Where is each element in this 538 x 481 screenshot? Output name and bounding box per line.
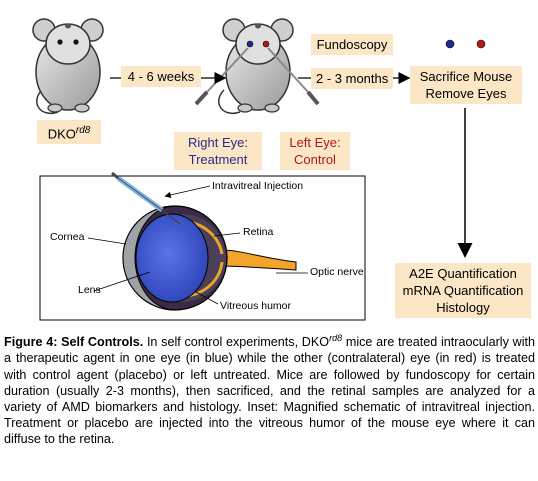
sacrifice-line-1: Sacrifice Mouse	[419, 69, 513, 84]
age-label: 4 - 6 weeks	[127, 69, 195, 84]
left-eye-line-1: Left Eye:	[289, 135, 341, 150]
duration-box: 2 - 3 months	[311, 68, 393, 89]
optic-nerve-label: Optic nerve	[310, 266, 364, 278]
analysis-box: A2E Quantification mRNA Quantification H…	[395, 263, 531, 318]
sacrifice-box: Sacrifice Mouse Remove Eyes	[410, 66, 522, 104]
analysis-line-1: A2E Quantification	[409, 266, 517, 281]
caption-text-2: mice are treated intraocularly with a th…	[4, 335, 536, 447]
right-eye-line-2: Treatment	[188, 152, 248, 167]
retina-label: Retina	[243, 226, 274, 238]
treated-eye-dot	[445, 39, 455, 49]
age-box: 4 - 6 weeks	[121, 66, 201, 87]
injection-label: Intravitreal Injection	[212, 180, 304, 192]
mouse-illustration-2	[194, 18, 320, 115]
strain-box: DKOrd8	[37, 120, 101, 145]
duration-label: 2 - 3 months	[316, 71, 389, 86]
mouse-illustration-1	[32, 18, 104, 115]
left-eye-box: Left Eye: Control	[280, 132, 350, 170]
fundoscopy-label: Fundoscopy	[316, 37, 388, 52]
analysis-line-3: Histology	[436, 300, 490, 315]
caption-text-1: In self control experiments, DKO	[143, 335, 330, 350]
strain-label: DKO	[47, 126, 76, 142]
vitreous-label: Vitreous humor	[220, 300, 292, 312]
strain-superscript: rd8	[75, 125, 91, 136]
eye-schematic	[111, 171, 297, 311]
fundoscopy-box: Fundoscopy	[311, 34, 393, 55]
right-eye-box: Right Eye: Treatment	[174, 132, 262, 170]
diagram-graphics	[32, 18, 486, 321]
lens-label: Lens	[78, 284, 101, 296]
left-eye-line-2: Control	[294, 152, 336, 167]
sacrifice-line-2: Remove Eyes	[425, 86, 507, 101]
cornea-label: Cornea	[50, 231, 85, 243]
right-eye-line-1: Right Eye:	[188, 135, 248, 150]
control-eye-dot	[476, 39, 486, 49]
caption-superscript: rd8	[329, 333, 343, 343]
analysis-line-2: mRNA Quantification	[402, 283, 524, 298]
caption-label: Figure 4: Self Controls.	[4, 335, 144, 350]
experiment-diagram: 4 - 6 weeks Fundoscopy 2 - 3 months Sacr…	[32, 18, 531, 321]
figure-caption: Figure 4: Self Controls. In self control…	[4, 330, 535, 448]
